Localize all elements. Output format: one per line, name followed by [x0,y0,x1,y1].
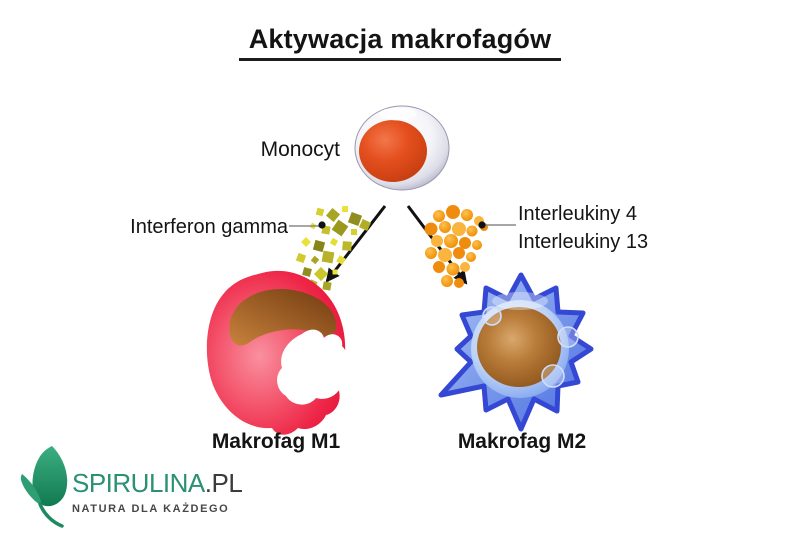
macrophage-m2-label: Makrofag M2 [457,430,587,453]
monocyte-nucleus [359,120,427,182]
monocyte-cell [354,105,450,191]
m1-vacuole-notch [277,329,350,405]
interleukin-13-label: Interleukiny 13 [518,231,649,253]
m2-vesicles [482,306,579,388]
logo-brand-line: SPIRULINA.PL [72,468,243,499]
monocyte-label: Monocyt [260,138,340,161]
interferon-gamma-label: Interferon gamma [130,216,288,238]
interleukin-4-label: Interleukiny 4 [518,203,637,225]
logo-brand: SPIRULINA [72,468,205,498]
logo-text: SPIRULINA.PL NATURA DLA KAŻDEGO [72,468,243,515]
macrophage-m2-cell [438,272,594,432]
m2-nucleus [477,307,561,387]
monocyte-highlight [379,107,417,121]
pointer-line-right [478,221,516,229]
m1-nucleus [229,289,337,346]
macrophage-m1-label: Makrofag M1 [211,430,341,453]
pointer-line-left [289,221,326,229]
interleukin-particles [424,205,488,288]
logo-domain-suffix: .PL [204,468,243,498]
leaf-icon [20,446,68,528]
spirulina-logo: SPIRULINA.PL NATURA DLA KAŻDEGO [16,442,246,530]
page-title: Aktywacja makrofagów [238,24,562,61]
title-wrap: Aktywacja makrofagów [0,24,800,61]
interleukin-labels: Interleukiny 4 Interleukiny 13 [518,200,648,256]
m2-highlight [492,292,548,310]
logo-tagline: NATURA DLA KAŻDEGO [72,503,230,515]
interferon-gamma-particles [295,206,371,291]
activation-arrow-left [325,205,387,283]
macrophage-m1-cell [206,270,350,435]
